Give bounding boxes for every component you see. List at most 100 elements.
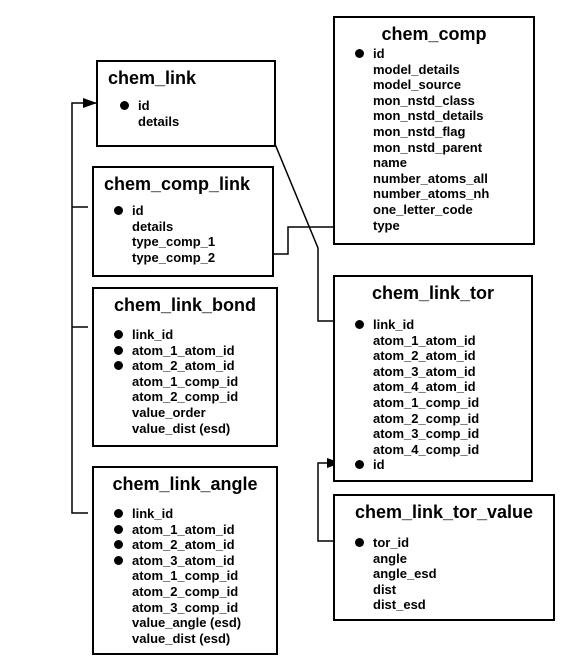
field-label: value_order bbox=[132, 404, 206, 420]
key-bullet-icon bbox=[355, 460, 364, 470]
field-item: angle bbox=[373, 551, 437, 567]
field-item: atom_1_comp_id bbox=[373, 395, 479, 411]
field-item: atom_1_atom_id bbox=[373, 333, 479, 349]
field-label: angle_esd bbox=[373, 566, 437, 582]
key-bullet-icon bbox=[114, 509, 123, 518]
field-label: dist bbox=[373, 581, 397, 597]
field-item: id bbox=[120, 98, 179, 114]
field-item: details bbox=[132, 219, 215, 235]
field-item: dist bbox=[373, 582, 437, 598]
table-title: chem_comp_link bbox=[104, 174, 251, 194]
field-item: details bbox=[138, 114, 179, 130]
field-label: link_id bbox=[132, 327, 174, 342]
field-label: atom_1_atom_id bbox=[132, 521, 235, 537]
key-bullet-icon bbox=[114, 524, 123, 534]
field-label: atom_3_comp_id bbox=[373, 426, 480, 442]
field-item: number_atoms_all bbox=[373, 171, 489, 187]
field-item: atom_1_atom_id bbox=[114, 521, 241, 538]
field-item: atom_2_atom_id bbox=[114, 358, 238, 374]
field-label: model_source bbox=[373, 77, 462, 93]
field-label: atom_2_atom_id bbox=[373, 348, 476, 364]
field-label: type_comp_2 bbox=[132, 249, 216, 265]
field-item: dist_esd bbox=[373, 597, 437, 613]
field-item: atom_2_comp_id bbox=[132, 584, 241, 600]
field-item: id bbox=[355, 457, 479, 473]
field-label: atom_3_atom_id bbox=[373, 363, 476, 379]
field-item: mon_nstd_details bbox=[373, 108, 489, 124]
field-item: value_angle (esd) bbox=[132, 615, 241, 631]
field-item: id bbox=[114, 203, 215, 219]
field-item: type_comp_2 bbox=[132, 250, 215, 266]
field-label: mon_nstd_details bbox=[373, 108, 484, 124]
field-label: atom_2_comp_id bbox=[373, 410, 480, 426]
field-item: type bbox=[373, 218, 489, 234]
field-item: atom_3_comp_id bbox=[373, 426, 479, 442]
field-label: id bbox=[132, 203, 144, 218]
key-bullet-icon bbox=[114, 555, 123, 565]
field-label: atom_2_atom_id bbox=[132, 537, 235, 553]
field-label: number_atoms_all bbox=[373, 170, 488, 186]
field-item: value_dist (esd) bbox=[132, 631, 241, 647]
field-item: atom_2_atom_id bbox=[373, 348, 479, 364]
field-label: atom_4_comp_id bbox=[373, 441, 480, 457]
table-title: chem_link_tor_value bbox=[354, 502, 534, 522]
field-label: mon_nstd_flag bbox=[373, 123, 466, 139]
field-item: value_order bbox=[132, 405, 238, 421]
field-item: tor_id bbox=[355, 535, 437, 551]
field-label: model_details bbox=[373, 61, 460, 77]
field-label: mon_nstd_class bbox=[373, 92, 475, 108]
field-label: atom_2_comp_id bbox=[132, 583, 239, 599]
field-item: atom_3_atom_id bbox=[114, 553, 241, 569]
field-item: mon_nstd_parent bbox=[373, 140, 489, 156]
field-label: link_id bbox=[132, 506, 174, 521]
field-item: id bbox=[355, 46, 489, 62]
field-label: link_id bbox=[373, 317, 415, 332]
key-bullet-icon bbox=[114, 540, 123, 550]
field-item: atom_1_atom_id bbox=[114, 342, 238, 359]
key-bullet-icon bbox=[114, 206, 123, 215]
field-label: id bbox=[373, 457, 385, 473]
link-id-bus-line bbox=[71, 98, 97, 514]
field-item: name bbox=[373, 155, 489, 171]
field-item: atom_4_comp_id bbox=[373, 442, 479, 458]
field-item: atom_3_comp_id bbox=[132, 600, 241, 616]
field-item: atom_1_comp_id bbox=[132, 568, 241, 584]
field-label: atom_4_atom_id bbox=[373, 379, 476, 395]
key-bullet-icon bbox=[355, 49, 364, 58]
field-item: number_atoms_nh bbox=[373, 186, 489, 202]
field-label: details bbox=[132, 218, 174, 234]
field-label: tor_id bbox=[373, 535, 410, 550]
field-label: angle bbox=[373, 550, 407, 566]
field-item: atom_2_comp_id bbox=[373, 411, 479, 427]
field-label: value_dist (esd) bbox=[132, 420, 231, 436]
field-label: dist_esd bbox=[373, 597, 426, 613]
key-bullet-icon bbox=[114, 330, 123, 339]
field-label: mon_nstd_parent bbox=[373, 139, 483, 155]
field-item: model_details bbox=[373, 62, 489, 78]
key-bullet-icon bbox=[120, 101, 129, 110]
table-title: chem_link_tor bbox=[371, 283, 495, 303]
key-bullet-icon bbox=[355, 538, 364, 547]
field-label: value_angle (esd) bbox=[132, 615, 242, 631]
field-label: atom_1_atom_id bbox=[373, 332, 476, 348]
field-item: mon_nstd_flag bbox=[373, 124, 489, 140]
field-label: atom_1_comp_id bbox=[132, 373, 239, 389]
field-label: type bbox=[373, 217, 400, 233]
field-item: value_dist (esd) bbox=[132, 421, 238, 437]
key-bullet-icon bbox=[355, 320, 364, 329]
field-label: atom_1_atom_id bbox=[132, 342, 235, 358]
field-label: value_dist (esd) bbox=[132, 630, 231, 646]
field-label: id bbox=[138, 98, 150, 113]
